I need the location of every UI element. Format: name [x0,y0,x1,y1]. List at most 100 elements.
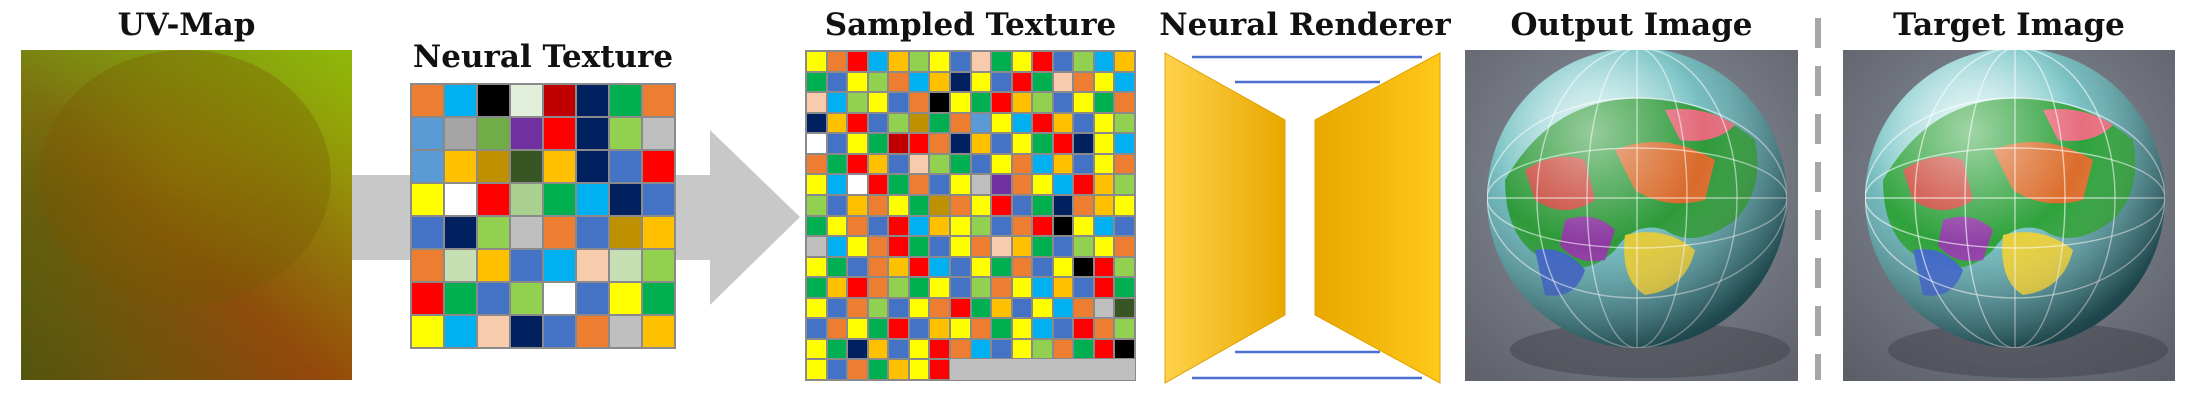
sampled-texture-cell [1052,51,1074,72]
sampled-texture-cell [1011,153,1033,175]
sampled-texture-cell [1114,194,1135,216]
sampled-texture-cell [806,92,827,113]
sampled-texture-cell [970,112,992,134]
sampled-texture-cell [991,153,1012,175]
sampled-texture-cell [847,112,868,134]
sampled-texture-cell [847,359,868,380]
sampled-texture-cell [1114,277,1135,298]
sampled-texture-cell [929,153,950,175]
sampled-texture-cell [970,318,992,339]
sampled-texture-cell [1032,51,1053,72]
sampled-texture-cell [970,153,992,175]
sampled-texture-cell [867,359,889,380]
sampled-texture-cell [867,174,889,195]
sampled-texture-cell [1052,338,1074,360]
sampled-texture-cell [1032,194,1053,216]
sampled-texture-cell [949,51,971,72]
sampled-texture-cell [1032,338,1053,360]
sampled-texture-cell [1093,297,1115,319]
sampled-texture-cell [991,174,1012,195]
sampled-texture-cell [847,92,868,113]
sampled-texture-cell [1114,112,1135,134]
sampled-texture-cell [908,338,930,360]
sampled-texture-cell [908,133,930,154]
sampled-texture-cell [847,338,868,360]
neural-texture-cell [543,117,576,150]
sampled-texture-cell [970,277,992,298]
sampled-texture-cell [970,215,992,237]
sampled-texture-cell [826,112,848,134]
sampled-texture-cell [847,318,868,339]
sampled-texture-cell [1011,194,1033,216]
sampled-texture-cell [929,297,950,319]
sampled-texture-cell [970,297,992,319]
sampled-texture-cell [1032,256,1053,278]
sampled-texture-cell [949,297,971,319]
sampled-texture-cell [826,318,848,339]
sampled-texture-cell [1073,71,1094,93]
sampled-texture-cell [826,51,848,72]
sampled-texture-cell [991,194,1012,216]
neural-texture-cell [642,249,675,282]
sampled-texture-cell [1114,51,1135,72]
sampled-texture-cell [949,256,971,278]
sampled-texture-cell [908,174,930,195]
sampled-texture-cell [970,194,992,216]
sampled-texture-cell [991,318,1012,339]
sampled-texture-cell [1011,215,1033,237]
sampled-texture-cell [847,133,868,154]
neural-texture-cell [642,216,675,249]
sampled-texture-cell [1093,71,1115,93]
neural-texture-cell [444,117,477,150]
sampled-texture-cell [1093,112,1115,134]
neural-renderer-diagram [1164,52,1441,384]
sampled-texture-cell [1011,112,1033,134]
sampled-texture-cell [1052,133,1074,154]
sampled-texture-cell [929,215,950,237]
sampled-texture-cell [991,277,1012,298]
sampled-texture-cell [826,133,848,154]
target-image [1843,50,2175,381]
sampled-texture-cell [991,71,1012,93]
neural-texture-cell [510,216,543,249]
sampled-texture-cell [867,71,889,93]
neural-texture-cell [543,249,576,282]
sampled-texture-cell [908,92,930,113]
sampled-texture-cell [1073,174,1094,195]
neural-texture-cell [609,117,642,150]
sampled-texture-cell [806,297,827,319]
neural-texture-cell [477,84,510,117]
sampled-texture-cell [991,51,1012,72]
neural-texture-cell [543,282,576,315]
neural-texture-cell [543,150,576,183]
sampled-texture-cell [929,174,950,195]
neural-texture-cell [444,315,477,348]
sampled-texture-cell [1032,174,1053,195]
sampled-texture-cell [1093,277,1115,298]
target-image-label: Target Image [1893,7,2125,43]
sampled-texture-cell [1093,318,1115,339]
neural-texture-cell [510,282,543,315]
sampled-texture-cell [888,215,909,237]
sampled-texture-cell [1073,51,1094,72]
sampled-texture-cell [847,236,868,257]
sampled-texture-cell [1114,338,1135,360]
sampled-texture-cell [908,318,930,339]
neural-texture-cell [411,150,444,183]
sampled-texture-cell [1114,71,1135,93]
sampled-texture-cell [949,112,971,134]
neural-texture-cell [444,84,477,117]
sampled-texture-cell [1114,256,1135,278]
sampled-texture-cell [1073,256,1094,278]
sampled-texture-cell [1052,215,1074,237]
sampled-texture-cell [888,194,909,216]
sampled-texture-cell [949,318,971,339]
neural-texture-cell [510,84,543,117]
sampled-texture-cell [847,215,868,237]
sampled-texture-cell [908,359,930,380]
sampled-texture-cell [1093,51,1115,72]
neural-texture-cell [642,150,675,183]
sampled-texture-cell [888,51,909,72]
sampled-texture-cell [806,194,827,216]
sampled-texture-cell [929,359,950,380]
